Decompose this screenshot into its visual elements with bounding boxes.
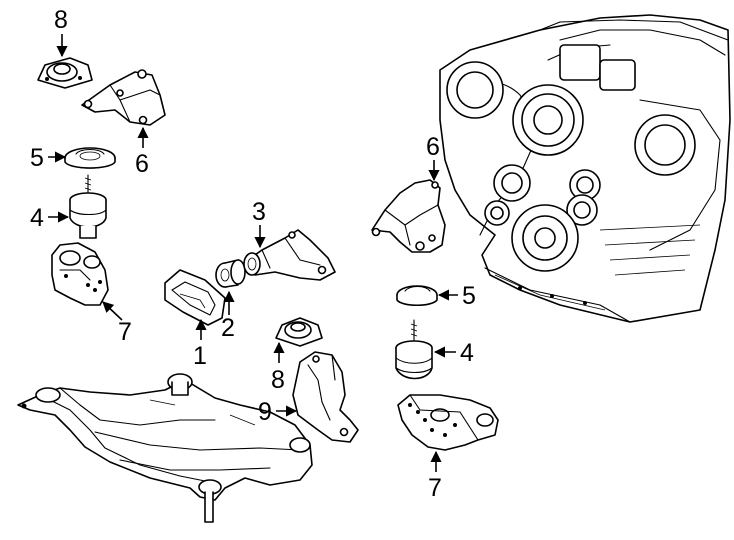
callout-6-right: 6 xyxy=(426,133,440,161)
transmission-mount-part-1 xyxy=(164,269,226,326)
engine-mount-right-part-4 xyxy=(395,319,433,380)
callout-arrows xyxy=(48,34,458,472)
callout-7-right: 7 xyxy=(428,474,442,502)
callout-4-left: 4 xyxy=(30,204,44,232)
callout-2: 2 xyxy=(221,314,235,342)
mount-bracket-part-9 xyxy=(292,351,359,443)
callout-1: 1 xyxy=(193,342,207,370)
mount-bracket-left-part-7 xyxy=(51,242,109,306)
mount-bracket-part-3 xyxy=(243,229,336,281)
callout-6-top-left: 6 xyxy=(135,150,149,178)
mount-bracket-top-left-part-6 xyxy=(81,69,166,126)
callout-8-top-left: 8 xyxy=(54,6,68,34)
mount-bracket-right-part-6 xyxy=(371,179,446,253)
callout-4-right: 4 xyxy=(460,339,474,367)
mount-cushion-right-part-5 xyxy=(396,285,438,307)
callout-5-left: 5 xyxy=(30,144,44,172)
mount-cushion-left-part-5 xyxy=(64,147,116,169)
callout-9: 9 xyxy=(258,398,272,426)
callout-labels: 8 6 5 4 7 1 2 3 8 9 6 5 4 7 xyxy=(30,6,476,502)
callout-5-right: 5 xyxy=(462,282,476,310)
arrow-7-left xyxy=(102,301,123,321)
callout-3: 3 xyxy=(252,198,266,226)
engine-block-illustration xyxy=(439,14,731,323)
callout-7-left: 7 xyxy=(118,318,132,346)
engine-mount-center-part-8 xyxy=(275,317,323,347)
subframe-crossmember-illustration xyxy=(17,373,313,523)
mount-bracket-right-part-7 xyxy=(397,394,499,451)
engine-mount-left-part-4 xyxy=(69,174,107,239)
engine-mount-top-left-part-8 xyxy=(37,57,93,89)
callout-8-center: 8 xyxy=(271,366,285,394)
bushing-part-2 xyxy=(215,259,246,288)
